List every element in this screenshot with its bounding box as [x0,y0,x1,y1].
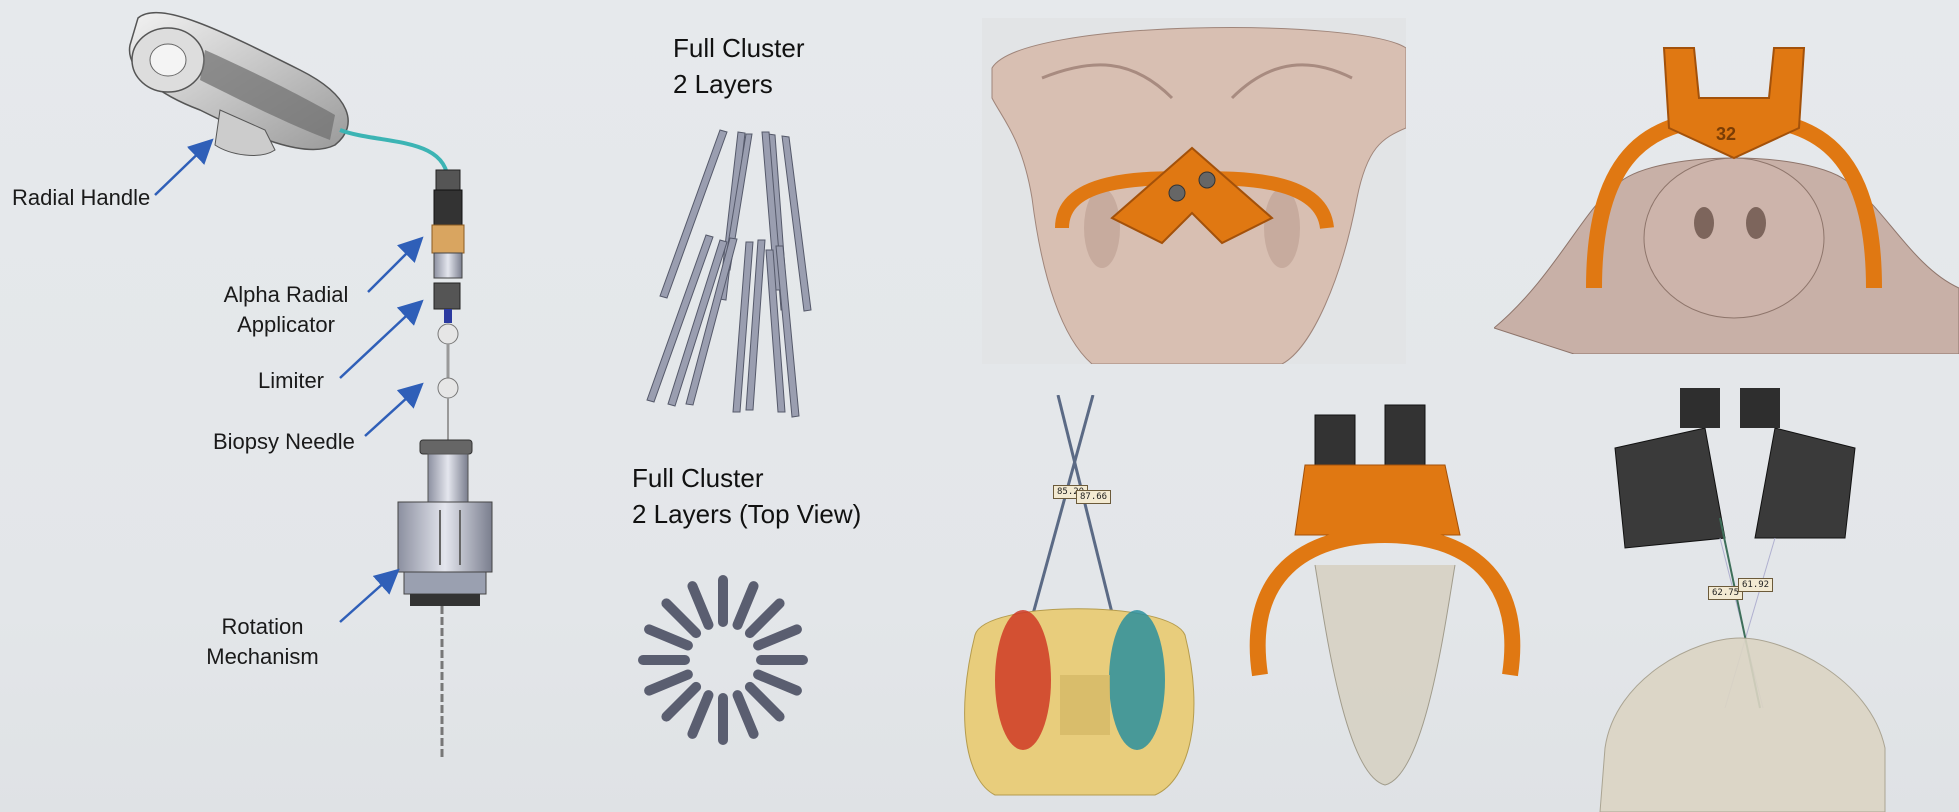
head-frame-front-render [982,18,1406,364]
label-alpha-radial-applicator-line1: Alpha Radial [212,280,360,310]
label-rotation-mechanism: Rotation Mechanism [195,612,330,672]
label-rotation-mechanism-line1: Rotation [195,612,330,642]
cluster-top-spoke [666,603,696,633]
label-rotation-mechanism-line2: Mechanism [195,642,330,672]
cluster-top-title-line1: Full Cluster [632,460,861,496]
cluster-top-spoke [738,695,754,734]
arrow-rotation-mechanism [340,572,396,622]
device-illustration [0,0,520,812]
label-biopsy-needle: Biopsy Needle [213,427,355,457]
label-limiter: Limiter [258,366,324,396]
radial-handle-model [130,13,449,185]
cluster-top-spoke [666,687,696,717]
cluster-top-spoke [692,586,708,625]
cluster-top-title: Full Cluster 2 Layers (Top View) [632,460,861,532]
skull-frame-render-b [1245,395,1525,795]
pig-frame-render: 32 [1494,28,1959,354]
cluster-top-spoke [649,675,688,691]
rotation-mechanism-model [398,440,492,760]
cluster-side-view [630,120,830,420]
cluster-top-spoke [750,687,780,717]
label-alpha-radial-applicator: Alpha Radial Applicator [212,280,360,340]
measurement-tag-a-right: 87.66 [1076,490,1111,504]
measurement-tag-c-right: 61.92 [1738,578,1773,592]
cluster-top-spoke [649,629,688,645]
cluster-side-title-line1: Full Cluster [673,30,804,66]
arrow-biopsy-needle [365,386,420,436]
fixture-number: 32 [1716,124,1736,144]
cluster-top-spoke [738,586,754,625]
cluster-top-spoke [692,695,708,734]
skull-trajectory-render-c [1585,388,1959,812]
arrow-applicator [368,240,420,292]
label-alpha-radial-applicator-line2: Applicator [212,310,360,340]
applicator-stack-model [432,170,464,440]
label-radial-handle: Radial Handle [12,183,150,213]
cluster-top-spoke [750,603,780,633]
cluster-side-title: Full Cluster 2 Layers [673,30,804,102]
cluster-side-title-line2: 2 Layers [673,66,804,102]
cluster-top-view [618,560,828,760]
cluster-top-spoke [758,629,797,645]
cluster-top-spoke [758,675,797,691]
skull-trajectory-render-a [955,395,1200,805]
cluster-top-title-line2: 2 Layers (Top View) [632,496,861,532]
arrow-radial-handle [155,142,210,195]
